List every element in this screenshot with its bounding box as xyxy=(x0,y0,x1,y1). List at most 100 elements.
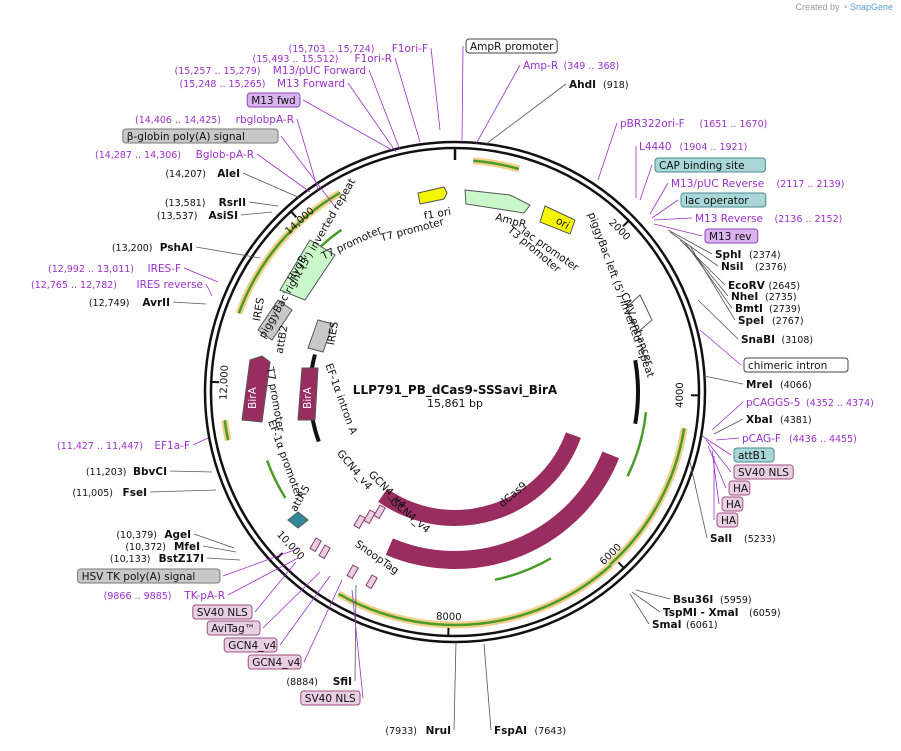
feature-box-label[interactable]: attB1 xyxy=(733,447,775,463)
primer-label[interactable]: Bglob-pA-R(14,287 .. 14,306) xyxy=(95,149,254,161)
arc-hygr-band-core xyxy=(237,191,341,314)
feature-box-label[interactable]: HA xyxy=(721,496,744,512)
primer-label[interactable]: M13 Forward(15,248 .. 15,265) xyxy=(180,78,345,90)
primer-label[interactable]: M13/pUC Reverse(2117 .. 2139) xyxy=(671,178,844,190)
enzyme-site[interactable]: BstZ17I(10,133) xyxy=(110,553,204,565)
enzyme-site[interactable]: NsiI(2376) xyxy=(721,261,787,273)
enzyme-site[interactable]: NruI(7933) xyxy=(385,725,451,737)
feature-box-label[interactable]: AmpR promoter xyxy=(465,38,558,54)
label-box xyxy=(77,568,221,584)
enzyme-site[interactable]: SfiI(8884) xyxy=(286,676,352,688)
feature-box-label[interactable]: SV40 NLS xyxy=(733,464,794,480)
label-coord: (4436 .. 4455) xyxy=(789,434,857,445)
feature-box-label[interactable]: GCN4_v4 xyxy=(247,654,302,670)
enzyme-site[interactable]: AvrII(12,749) xyxy=(89,297,170,309)
enzyme-site[interactable]: PshAI(13,200) xyxy=(112,242,193,254)
primer-label[interactable]: EF1a-F(11,427 .. 11,447) xyxy=(57,440,190,452)
enzyme-site[interactable]: AgeI(10,379) xyxy=(116,529,191,541)
primer-label[interactable]: M13 Reverse(2136 .. 2152) xyxy=(695,213,842,225)
feature-box-label[interactable]: HA xyxy=(716,512,739,528)
enzyme-site[interactable]: SnaBI(3108) xyxy=(741,334,813,346)
feature-box-label[interactable]: M13 rev xyxy=(704,228,759,244)
feature-box-label[interactable]: HSV TK poly(A) signal xyxy=(77,568,221,584)
feature-box-label[interactable]: β-globin poly(A) signal xyxy=(122,128,279,144)
label-text: NruI xyxy=(426,725,451,737)
label-text: Bglob-pA-R xyxy=(196,149,254,161)
label-text: TK-pA-R xyxy=(183,590,225,602)
primer-label[interactable]: M13/pUC Forward(15,257 .. 15,279) xyxy=(175,65,366,77)
label-text: BstZ17I xyxy=(159,553,204,565)
label-text: CAP binding site xyxy=(659,160,745,172)
label-text: BmtI xyxy=(735,303,763,315)
primer-label[interactable]: TK-pA-R(9866 .. 9885) xyxy=(104,590,225,602)
enzyme-site[interactable]: AleI(14,207) xyxy=(165,168,240,180)
backbone-outer-ring xyxy=(203,140,707,644)
label-box xyxy=(733,447,775,463)
enzyme-site[interactable]: BmtI(2739) xyxy=(735,303,801,315)
enzyme-site[interactable]: EcoRV(2645) xyxy=(728,280,800,292)
leader-line xyxy=(193,533,235,549)
primer-label[interactable]: pCAGGS-5(4352 .. 4374) xyxy=(746,397,874,409)
primer-label[interactable]: pBR322ori-F(1651 .. 1670) xyxy=(620,118,767,130)
feature-box-label[interactable]: lac operator xyxy=(680,192,767,208)
enzyme-site[interactable]: MreI(4066) xyxy=(746,379,812,391)
enzyme-site[interactable]: BbvCI(11,203) xyxy=(86,466,167,478)
primer-label[interactable]: L4440(1904 .. 1921) xyxy=(639,141,747,153)
enzyme-site[interactable]: SphI(2374) xyxy=(715,249,781,261)
leader-line xyxy=(667,229,713,255)
leader-line xyxy=(347,82,397,153)
leader-line xyxy=(206,557,241,561)
enzyme-site[interactable]: XbaI(4381) xyxy=(746,414,812,426)
feature-box-label[interactable]: chimeric intron xyxy=(743,357,849,373)
feature-box-label[interactable]: HA xyxy=(728,480,751,496)
ampr-feature xyxy=(464,189,531,214)
label-box xyxy=(122,128,279,144)
feature-box-label[interactable]: SV40 NLS xyxy=(300,690,361,706)
label-text: PshAI xyxy=(160,242,193,254)
ires-feature-2 xyxy=(307,319,334,353)
enzyme-site[interactable]: FseI(11,005) xyxy=(72,487,147,499)
leader-line xyxy=(227,557,299,596)
leader-line xyxy=(248,201,279,207)
enzyme-site[interactable]: TspMI - XmaI(6059) xyxy=(663,607,781,619)
enzyme-site[interactable]: RsrII(13,581) xyxy=(165,197,246,209)
label-box xyxy=(247,654,302,670)
primer-label[interactable]: F1ori-R(15,493 .. 15,512) xyxy=(253,53,392,65)
inner-feature-label: Cas9 xyxy=(532,557,559,584)
enzyme-site[interactable]: AhdI(918) xyxy=(569,79,629,91)
feature-arc-layer xyxy=(221,157,688,629)
enzyme-site[interactable]: SpeI(2767) xyxy=(738,315,804,327)
label-text: IRES reverse xyxy=(137,279,204,291)
enzyme-site[interactable]: SalI(5233) xyxy=(710,533,776,545)
label-text: M13 fwd xyxy=(251,95,296,107)
primer-label[interactable]: F1ori-F(15,703 .. 15,724) xyxy=(289,43,428,55)
outer-label-layer[interactable]: F1ori-F(15,703 .. 15,724)F1ori-R(15,493 … xyxy=(31,38,874,737)
primer-label[interactable]: IRES-F(12,992 .. 13,011) xyxy=(48,263,181,275)
primer-label[interactable]: Amp-R(349 .. 368) xyxy=(523,60,619,72)
leader-line xyxy=(713,418,744,435)
inner-feature-label: EF-1α intron A xyxy=(322,362,359,437)
feature-box-label[interactable]: GCN4_v4 xyxy=(223,637,278,653)
primer-label[interactable]: pCAG-F(4436 .. 4455) xyxy=(742,433,857,445)
leader-line xyxy=(461,45,464,143)
label-text: IRES-F xyxy=(147,263,181,275)
feature-box-label[interactable]: AviTag™ xyxy=(206,620,261,636)
feature-box-label[interactable]: M13 fwd xyxy=(246,92,301,108)
label-coord: (6059) xyxy=(749,608,781,619)
primer-label[interactable]: rbglobpA-R(14,406 .. 14,425) xyxy=(135,114,294,126)
feature-box-label[interactable]: CAP binding site xyxy=(654,157,766,173)
enzyme-site[interactable]: FspAI(7643) xyxy=(494,725,566,737)
enzyme-site[interactable]: NheI(2735) xyxy=(731,291,797,303)
leader-line xyxy=(631,591,661,613)
enzyme-site[interactable]: SmaI(6061) xyxy=(652,619,718,631)
arc-ampr-region-core xyxy=(473,159,520,171)
leader-line xyxy=(711,449,720,505)
hygr-feature xyxy=(279,239,336,301)
enzyme-site[interactable]: MfeI(10,372) xyxy=(125,541,200,553)
enzyme-site[interactable]: AsiSI(13,537) xyxy=(157,210,238,222)
enzyme-site[interactable]: Bsu36I(5959) xyxy=(673,594,752,606)
label-coord: (14,207) xyxy=(165,169,206,180)
label-box xyxy=(716,512,739,528)
primer-label[interactable]: IRES reverse(12,765 .. 12,782) xyxy=(31,279,203,291)
feature-box-label[interactable]: SV40 NLS xyxy=(192,604,253,620)
